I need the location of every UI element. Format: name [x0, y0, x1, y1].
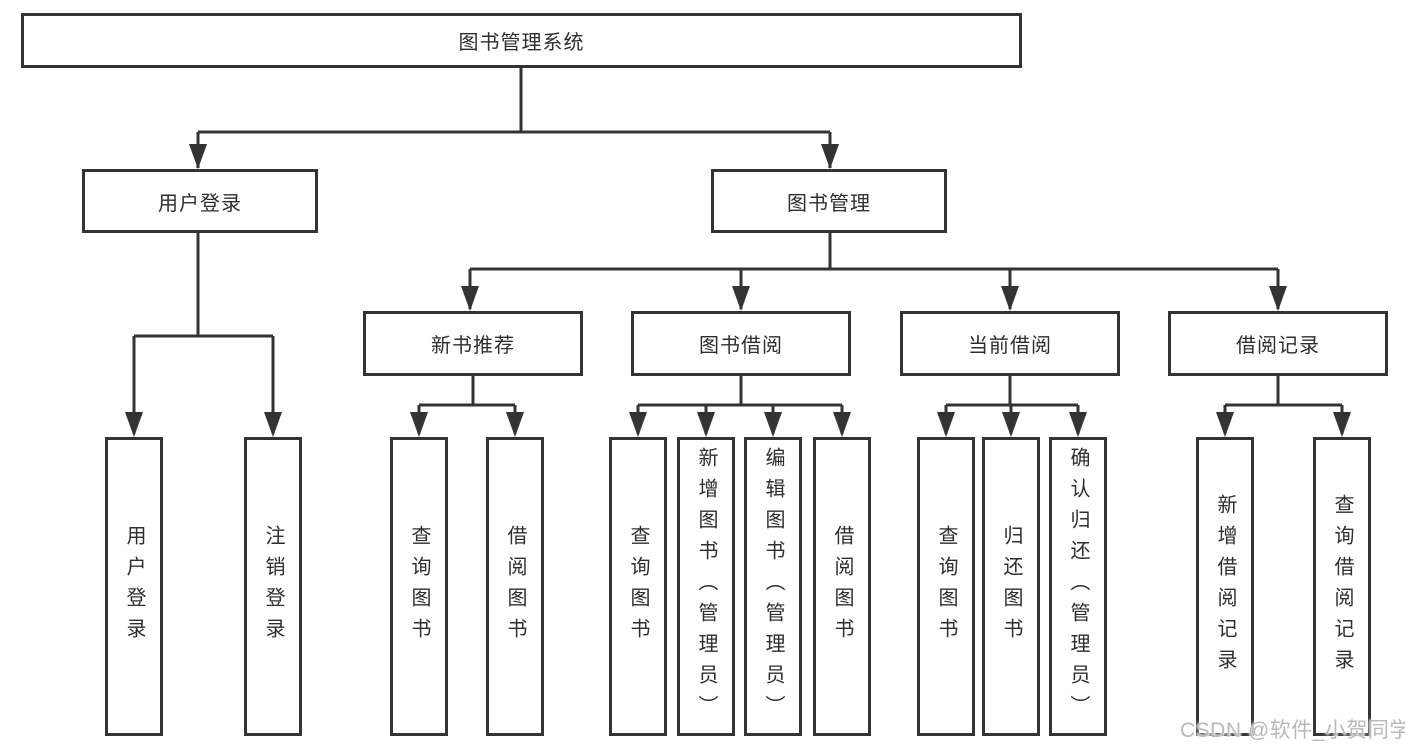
node-current-borrowing: 当前借阅: [900, 311, 1120, 376]
node-label: 图书借阅: [699, 335, 783, 357]
node-label: 借阅记录: [1236, 335, 1320, 357]
arrowheads: [125, 144, 1351, 437]
leaf-label: 查询图书: [408, 524, 430, 649]
leaf-label: 用户登录: [123, 524, 145, 649]
node-book-management: 图书管理: [711, 169, 947, 233]
node-label: 图书管理: [787, 192, 871, 215]
leaf-query-books-borrow: 查询图书: [609, 437, 667, 736]
leaf-query-borrow-record: 查询借阅记录: [1313, 437, 1371, 736]
leaf-add-books-admin: 新增图书（管理员）: [677, 437, 735, 736]
node-borrowing-records: 借阅记录: [1168, 311, 1388, 376]
node-label: 图书管理系统: [458, 32, 585, 54]
leaf-label: 借阅图书: [504, 524, 526, 649]
leaf-label: 借阅图书: [831, 524, 853, 649]
leaf-label: 确认归还（管理员）: [1067, 447, 1089, 726]
leaf-label: 注销登录: [262, 524, 284, 649]
leaf-logout: 注销登录: [244, 437, 302, 736]
leaf-label: 新增借阅记录: [1214, 493, 1236, 680]
node-label: 新书推荐: [431, 335, 515, 357]
leaf-add-borrow-record: 新增借阅记录: [1196, 437, 1254, 736]
leaf-borrow-books-recommend: 借阅图书: [486, 437, 544, 736]
leaf-label: 编辑图书（管理员）: [762, 447, 784, 726]
leaf-label: 查询借阅记录: [1331, 493, 1353, 680]
node-user-login: 用户登录: [82, 169, 318, 233]
leaf-label: 查询图书: [627, 524, 649, 649]
leaf-query-books-recommend: 查询图书: [390, 437, 448, 736]
leaf-label: 归还图书: [1000, 524, 1022, 649]
leaf-edit-books-admin: 编辑图书（管理员）: [744, 437, 802, 736]
leaf-label: 新增图书（管理员）: [695, 447, 717, 726]
node-book-borrowing: 图书借阅: [631, 311, 851, 376]
leaf-query-books-current: 查询图书: [917, 437, 975, 736]
node-system-root: 图书管理系统: [21, 13, 1022, 68]
csdn-watermark: CSDN @软件_小贺同学: [1180, 719, 1405, 742]
node-label: 当前借阅: [968, 335, 1052, 357]
leaf-confirm-return-admin: 确认归还（管理员）: [1049, 437, 1107, 736]
leaf-return-books: 归还图书: [982, 437, 1040, 736]
leaf-borrow-books: 借阅图书: [813, 437, 871, 736]
node-new-book-recommend: 新书推荐: [363, 311, 583, 376]
leaf-label: 查询图书: [935, 524, 957, 649]
leaf-user-login: 用户登录: [105, 437, 163, 736]
node-label: 用户登录: [158, 192, 242, 215]
